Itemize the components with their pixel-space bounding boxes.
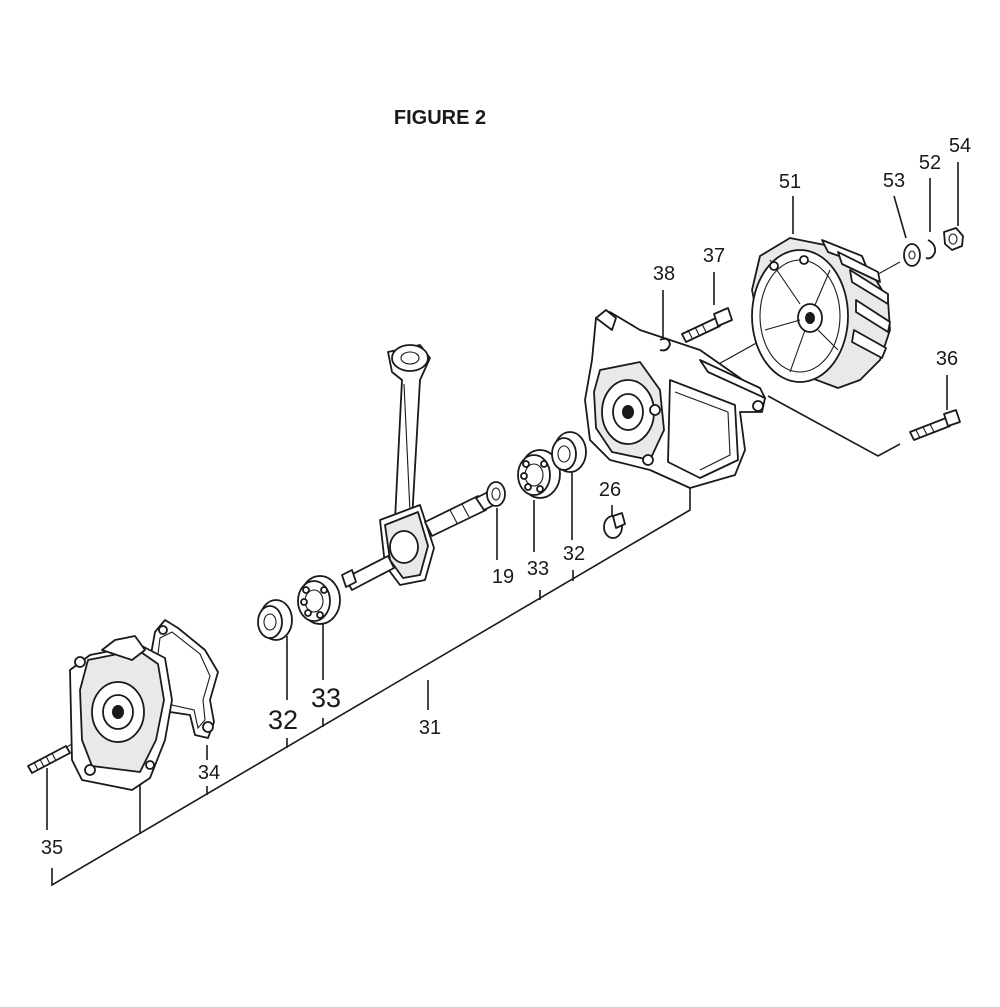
plug-part-26 [603, 512, 626, 539]
rear-crankcase-half [584, 309, 766, 489]
bolt-part-36 [909, 409, 961, 441]
callout-37: 37 [703, 245, 725, 267]
callout-32-left: 32 [268, 705, 298, 735]
callout-33-right: 33 [527, 558, 549, 580]
front-crankcase-half [69, 635, 173, 791]
callout-32-right: 32 [563, 543, 585, 565]
callout-34: 34 [198, 762, 220, 784]
callout-53: 53 [883, 170, 905, 192]
washer-part-19 [486, 481, 506, 507]
oil-seal-part-32-left [257, 599, 293, 641]
callout-26: 26 [599, 479, 621, 501]
ball-bearing-part-33-left [297, 575, 341, 625]
callout-54: 54 [949, 135, 971, 157]
callout-33-left: 33 [311, 683, 341, 713]
oil-seal-part-32-right [551, 431, 587, 473]
stud-bolt-part-35 [27, 745, 71, 774]
callout-31: 31 [419, 717, 441, 739]
nut-part-54 [943, 227, 964, 251]
callout-36: 36 [936, 348, 958, 370]
clip-part-38 [659, 337, 671, 352]
flywheel-part-51 [751, 237, 891, 389]
crankshaft-connecting-rod [341, 344, 495, 591]
bolt-part-37 [681, 307, 733, 343]
callout-19: 19 [492, 566, 514, 588]
lock-washer-part-52 [925, 239, 937, 260]
callout-51: 51 [779, 171, 801, 193]
figure-title: FIGURE 2 [394, 107, 486, 129]
washer-part-53 [903, 243, 921, 267]
callout-52: 52 [919, 152, 941, 174]
callout-35: 35 [41, 837, 63, 859]
callout-labels: 19 26 31 32 32 33 33 34 35 36 37 38 51 5… [41, 135, 971, 859]
callout-38: 38 [653, 263, 675, 285]
ball-bearing-part-33-right [517, 449, 561, 499]
